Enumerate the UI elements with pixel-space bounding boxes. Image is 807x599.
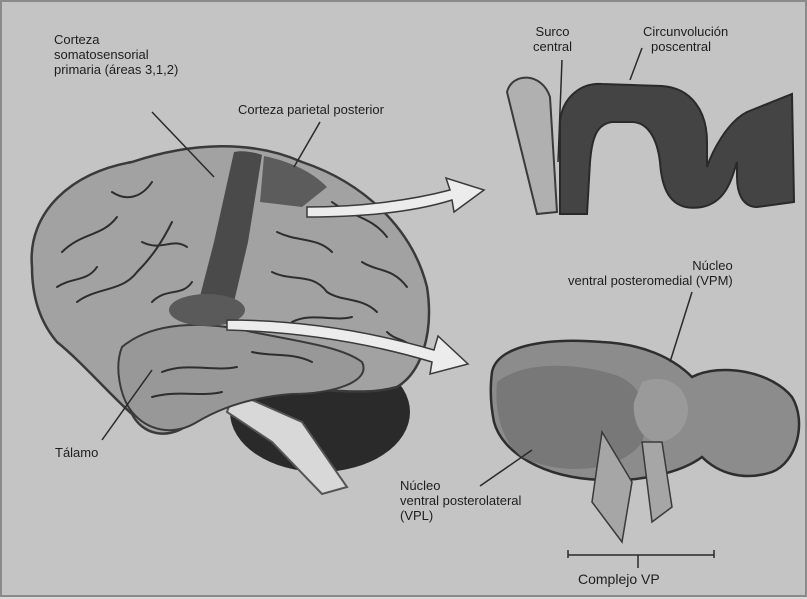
label-line: primaria (áreas 3,1,2) (54, 62, 178, 77)
label-vpl-nucleus: Núcleo ventral posterolateral (VPL) (400, 478, 521, 523)
label-line: (VPL) (400, 508, 521, 523)
label-line: ventral posterolateral (400, 493, 521, 508)
label-thalamus: Tálamo (55, 445, 98, 460)
label-line: Núcleo (400, 478, 521, 493)
cortex-gyrus-light (507, 78, 557, 214)
label-vp-complex: Complejo VP (578, 572, 660, 587)
label-vpm-nucleus: Núcleo ventral posteromedial (VPM) (568, 258, 733, 288)
thalamus-illustration (480, 292, 799, 568)
label-line: ventral posteromedial (VPM) (568, 273, 733, 288)
label-line: Circunvolución (643, 24, 728, 39)
vp-complex-bracket (568, 550, 714, 568)
label-somatosensory-cortex: Corteza somatosensorial primaria (áreas … (54, 32, 178, 77)
label-line: Corteza (54, 32, 178, 47)
vpm-pointer-line (670, 292, 692, 362)
postcentral-gyrus-line (630, 48, 642, 80)
label-central-sulcus: Surco central (533, 24, 572, 54)
label-line: somatosensorial (54, 47, 178, 62)
vpl-nucleus (496, 366, 645, 469)
label-line: central (533, 39, 572, 54)
label-line: Surco (533, 24, 572, 39)
label-line: Núcleo (568, 258, 733, 273)
postcentral-gyrus (560, 84, 794, 214)
label-posterior-parietal: Corteza parietal posterior (238, 102, 384, 117)
parietal-pointer-line (294, 122, 320, 167)
label-line: poscentral (643, 39, 728, 54)
label-postcentral-gyrus: Circunvolución poscentral (643, 24, 728, 54)
cortex-section-illustration (507, 48, 794, 214)
